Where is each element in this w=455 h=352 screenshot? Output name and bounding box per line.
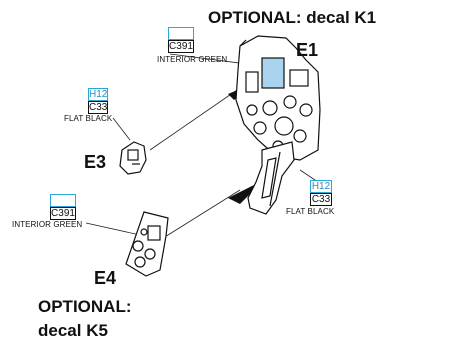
part-label-e4: E4 [94,268,117,288]
color-swatch-top [168,27,194,40]
part-label-e3: E3 [84,152,107,172]
color-swatch-e4 [50,194,76,207]
paint-c-code-e3: C33 [88,101,108,114]
paint-name-e3: FLAT BLACK [64,114,113,123]
leader-lines [85,53,319,241]
paint-c-code-stand: C33 [310,193,332,206]
optional-decal-k1-callout: OPTIONAL: decal K1 [208,8,377,27]
optional-decal-k5-line1: OPTIONAL: [38,297,132,316]
paint-code-e4: C391 [50,207,76,220]
paint-name-stand: FLAT BLACK [286,207,335,216]
paint-h-code-stand: H12 [310,180,332,193]
panel-e4 [125,211,169,277]
paint-name-top: INTERIOR GREEN [157,55,228,64]
paint-h-code-e3: H12 [88,88,108,101]
part-label-e1: E1 [296,40,319,60]
optional-decal-k5-line2: decal K5 [38,321,108,340]
part-e3 [119,141,147,175]
paint-code-top: C391 [168,40,194,53]
instrument-panel-e1 [235,35,321,161]
paint-name-e4: INTERIOR GREEN [12,220,83,229]
panel-stand [247,141,295,215]
